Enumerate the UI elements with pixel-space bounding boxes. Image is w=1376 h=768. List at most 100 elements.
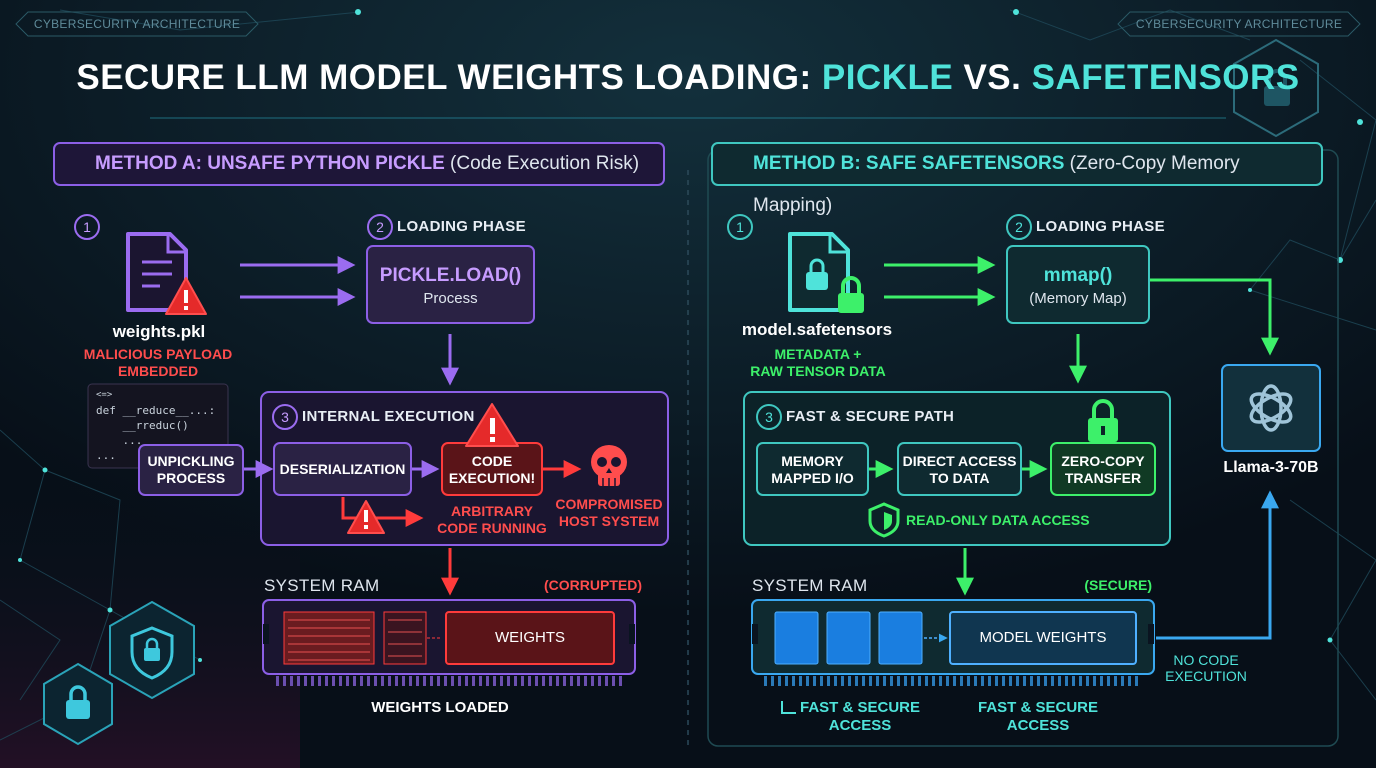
ram-pin	[325, 676, 328, 686]
loading-phase-b: LOADING PHASE	[1036, 218, 1165, 235]
shield-lock-icon	[109, 600, 195, 700]
ram-pin	[771, 676, 774, 686]
code-line: def __reduce__...:	[96, 404, 216, 417]
ram-pin	[1009, 676, 1012, 686]
ram-pin	[493, 676, 496, 686]
ram-pin	[570, 676, 573, 686]
green-lock-icon	[838, 276, 864, 313]
ram-pin	[507, 676, 510, 686]
code-line: ...	[96, 449, 116, 462]
weights-block: WEIGHTS	[495, 629, 565, 646]
ram-secure-status: (SECURE)	[1084, 577, 1152, 593]
ram-pin	[869, 676, 872, 686]
ram-pin	[799, 676, 802, 686]
ram-pin	[1121, 676, 1124, 686]
method-b-heading: METHOD B: SAFE SAFETENSORS (Zero-Copy Me…	[712, 143, 1322, 216]
ram-pin	[1051, 676, 1054, 686]
execution-warning-icon	[465, 403, 519, 447]
ram-pin	[960, 676, 963, 686]
ram-pin	[827, 676, 830, 686]
hex-lock-icon	[1233, 38, 1319, 138]
ram-pin	[932, 676, 935, 686]
ram-pin	[542, 676, 545, 686]
code-line: ...	[96, 434, 143, 447]
ram-pin	[402, 676, 405, 686]
ram-pin	[283, 676, 286, 686]
step-1-b-number: 1	[727, 214, 753, 240]
ram-pin	[806, 676, 809, 686]
ram-pin	[1135, 676, 1138, 686]
ram-pin	[1023, 676, 1026, 686]
ram-pin	[792, 676, 795, 686]
code-line: __rreduc()	[96, 419, 189, 432]
read-only-label: READ-ONLY DATA ACCESS	[906, 512, 1090, 528]
ram-pin	[1058, 676, 1061, 686]
method-a-heading-sub: (Code Execution Risk)	[444, 153, 640, 174]
memory-mapped-io: MEMORY MAPPED I/O	[771, 453, 854, 486]
ram-pin	[953, 676, 956, 686]
arbitrary-code-label: ARBITRARY CODE RUNNING	[437, 503, 547, 536]
fast-access-label-2: FAST & SECURE ACCESS	[977, 699, 1098, 734]
no-code-execution-label: NO CODE EXECUTION	[1165, 652, 1247, 684]
ram-pin	[1002, 676, 1005, 686]
zero-copy-transfer: ZERO-COPY TRANSFER	[1061, 453, 1145, 486]
skull-icon	[591, 445, 627, 486]
ram-pin	[276, 676, 279, 686]
ram-pin	[549, 676, 552, 686]
ram-pins	[764, 676, 1138, 686]
ram-pin	[1100, 676, 1103, 686]
weights-loaded-label: WEIGHTS LOADED	[371, 699, 509, 716]
ram-pin	[577, 676, 580, 686]
ram-pin	[423, 676, 426, 686]
ram-pin	[925, 676, 928, 686]
ram-pin	[855, 676, 858, 686]
pickle-load-sub: Process	[423, 290, 478, 307]
small-warning-icon	[347, 500, 385, 534]
model-weights-block: MODEL WEIGHTS	[979, 629, 1107, 646]
ram-pin	[904, 676, 907, 686]
ram-pin	[409, 676, 412, 686]
ram-pin	[1044, 676, 1047, 686]
ram-pin	[897, 676, 900, 686]
model-name: Llama-3-70B	[1223, 459, 1319, 476]
step-3-b-number: 3	[756, 404, 782, 430]
method-b-heading-sub: (Zero-Copy Memory Mapping)	[753, 153, 1240, 216]
metadata-label: METADATA + RAW TENSOR DATA	[750, 346, 886, 379]
ram-pin	[465, 676, 468, 686]
ram-pin	[612, 676, 615, 686]
ram-pin	[556, 676, 559, 686]
ram-pin	[353, 676, 356, 686]
ram-pin	[297, 676, 300, 686]
code-execution: CODE EXECUTION!	[448, 453, 536, 486]
ram-pin	[486, 676, 489, 686]
ram-pin	[862, 676, 865, 686]
ram-pin	[290, 676, 293, 686]
step-3-a-number: 3	[272, 404, 298, 430]
loading-phase-a: LOADING PHASE	[397, 218, 526, 235]
corner-tag-right: CYBERSECURITY ARCHITECTURE	[1135, 17, 1343, 31]
ram-pin	[591, 676, 594, 686]
ram-pin	[918, 676, 921, 686]
ram-pin	[416, 676, 419, 686]
ram-pin	[514, 676, 517, 686]
title-vs: VS.	[953, 58, 1032, 97]
ram-pin	[500, 676, 503, 686]
title-safetensors: SAFETENSORS	[1031, 58, 1300, 97]
pickle-load-title: PICKLE.LOAD()	[379, 265, 522, 286]
malicious-code-snippet: <=> def __reduce__...: __rreduc() ... ..…	[96, 388, 226, 463]
lock-hex-icon	[43, 662, 113, 746]
title-pickle: PICKLE	[821, 58, 954, 97]
ram-pin	[444, 676, 447, 686]
ram-pin	[584, 676, 587, 686]
ram-pin	[360, 676, 363, 686]
step-2-a-number: 2	[367, 214, 393, 240]
ram-pin	[437, 676, 440, 686]
ram-pin	[311, 676, 314, 686]
ram-pin	[995, 676, 998, 686]
ram-pin	[381, 676, 384, 686]
method-b-heading-bold: METHOD B: SAFE SAFETENSORS	[753, 153, 1065, 174]
ram-pin	[1037, 676, 1040, 686]
title-text: SECURE LLM MODEL WEIGHTS LOADING:	[76, 58, 822, 97]
system-ram-a-label: SYSTEM RAM	[264, 576, 380, 595]
